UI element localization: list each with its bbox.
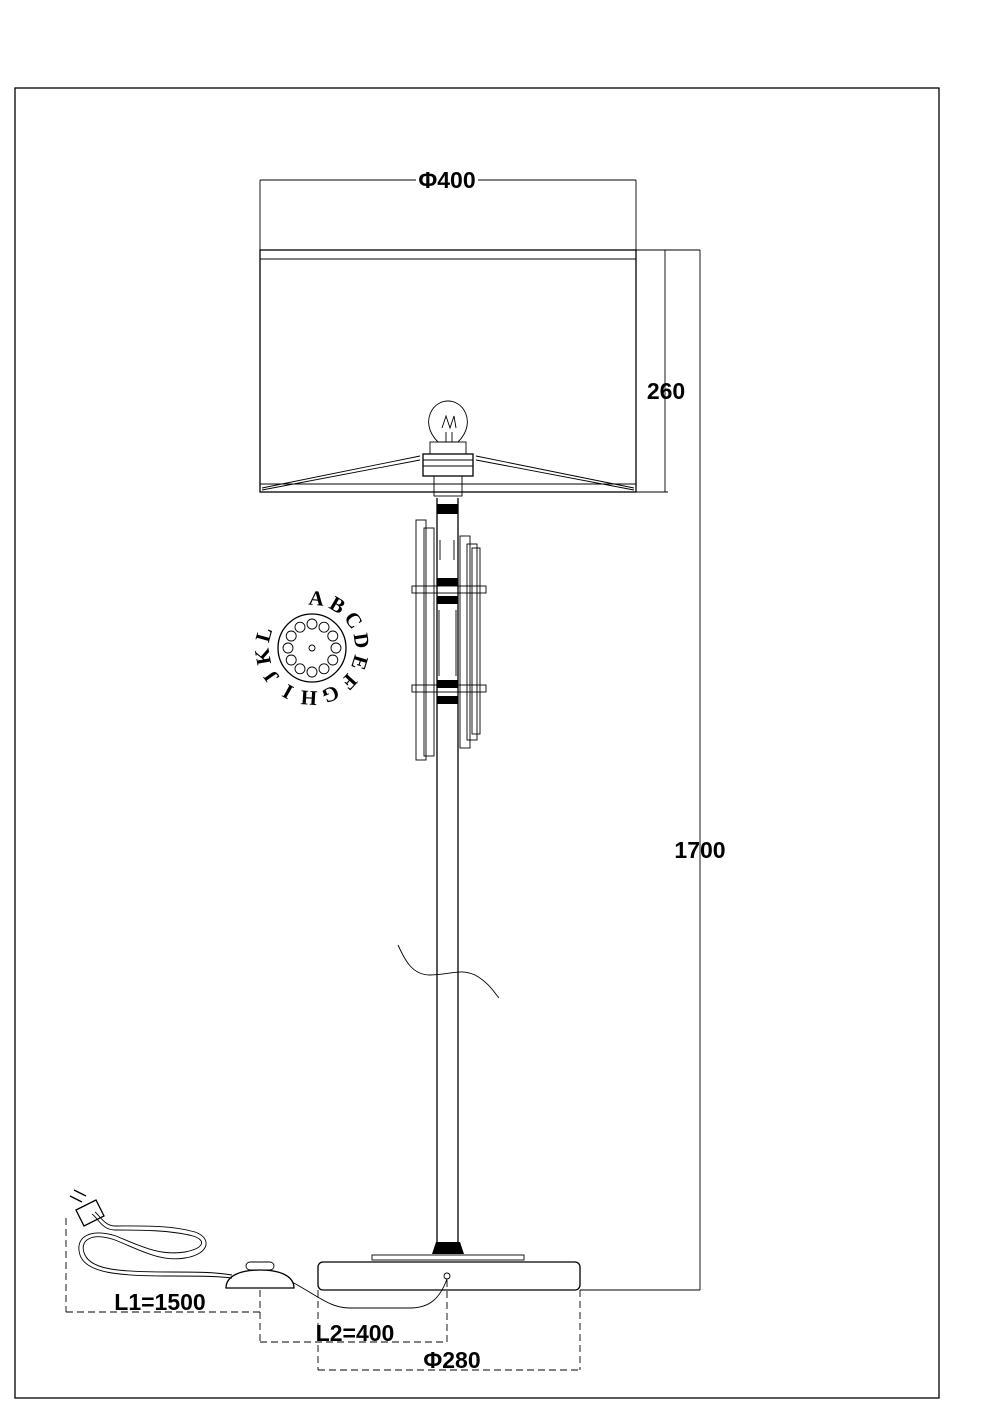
ring-crystal-dot xyxy=(318,663,330,675)
drawing-frame xyxy=(14,87,940,1399)
cable-l1-label: L1=1500 xyxy=(114,1289,205,1315)
ring-letter: H xyxy=(300,685,318,710)
dimension-shade-height: 260 xyxy=(636,249,700,493)
ring-crystal-dot xyxy=(285,630,297,642)
dimension-shade-diameter: Φ400 xyxy=(259,167,637,250)
ring-letter: E xyxy=(346,652,373,672)
ring-letter: J xyxy=(258,666,284,688)
foot-switch xyxy=(225,1261,295,1289)
ring-crystal-dot xyxy=(294,663,306,675)
power-cable xyxy=(78,1211,448,1309)
lamp-base xyxy=(317,1242,581,1291)
lamp-shade xyxy=(259,249,637,493)
shade-height-label: 260 xyxy=(647,378,685,404)
ring-crystal-dot xyxy=(327,630,339,642)
lamp-socket xyxy=(422,441,474,497)
ring-crystal-dot xyxy=(306,666,318,678)
base-diameter-label: Φ280 xyxy=(423,1347,480,1373)
lamp-stem xyxy=(436,498,459,1242)
ring-letter: G xyxy=(319,680,343,708)
ring-letter: K xyxy=(249,646,276,667)
total-height-label: 1700 xyxy=(674,837,725,863)
ring-letter: F xyxy=(336,669,362,695)
ring-letter: A xyxy=(308,586,326,611)
ring-crystal-dot xyxy=(306,618,318,630)
dimension-cable-l1: L1=1500 xyxy=(65,1218,261,1342)
ring-letter: L xyxy=(250,625,277,645)
ring-letter: D xyxy=(349,631,375,650)
ring-letter: B xyxy=(325,591,349,619)
plug-icon xyxy=(69,1189,105,1227)
dimension-base-diameter: Φ280 xyxy=(317,1290,581,1373)
dimension-cable-l2: L2=400 xyxy=(260,1280,448,1346)
ring-letter: I xyxy=(278,679,297,704)
ring-crystal-dot xyxy=(294,621,306,633)
bulb-icon xyxy=(428,400,468,443)
dimension-total-height: 1700 xyxy=(580,250,726,1291)
ring-crystal-dot xyxy=(330,642,342,654)
cable-break-line xyxy=(397,944,500,999)
ring-crystal-dot xyxy=(282,642,294,654)
cable-l2-label: L2=400 xyxy=(316,1320,395,1346)
ring-letter: C xyxy=(339,607,367,633)
ring-crystal-dot xyxy=(318,621,330,633)
crystal-panels xyxy=(411,519,487,761)
ring-crystal-dot xyxy=(327,654,339,666)
ring-crystal-dot xyxy=(285,654,297,666)
shade-diameter-label: Φ400 xyxy=(418,167,475,193)
